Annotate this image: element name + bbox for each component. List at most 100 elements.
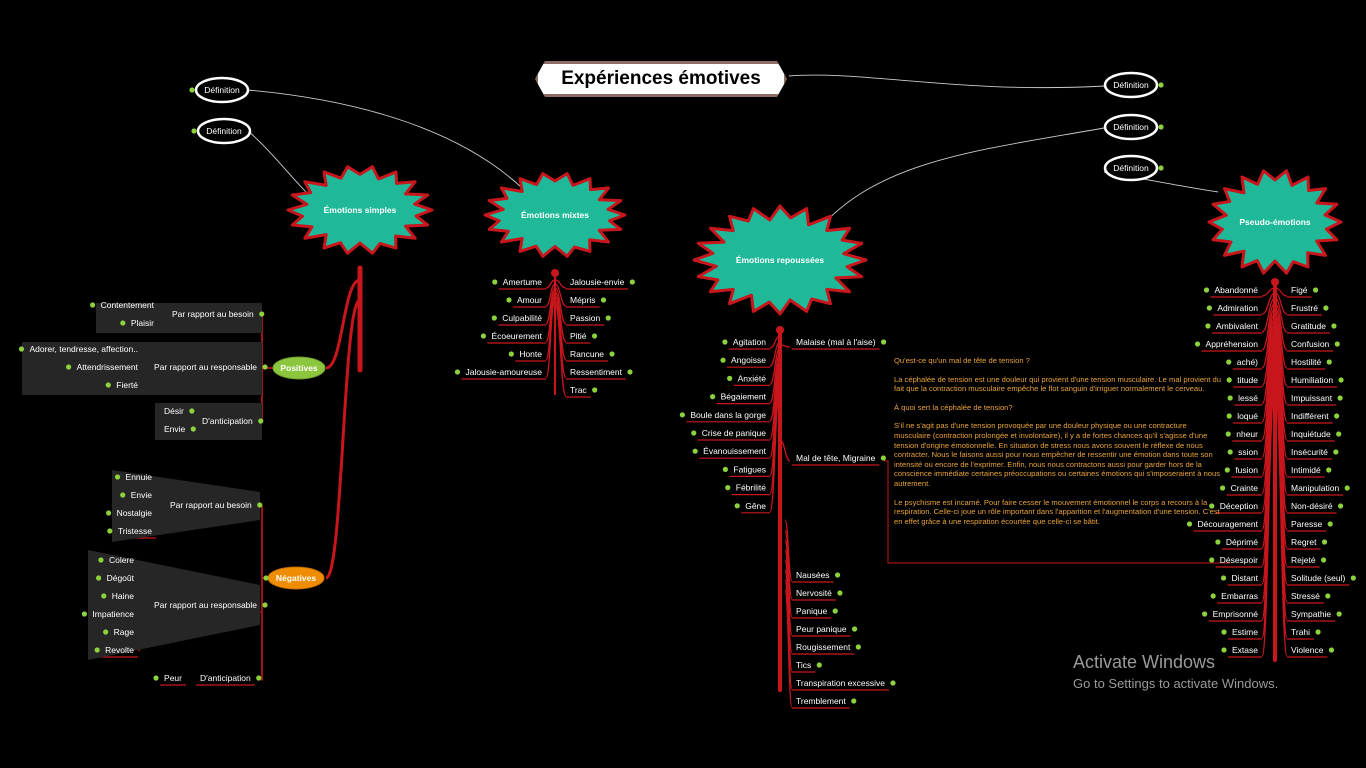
pseudo-left-2[interactable]: Ambivalent	[1216, 321, 1259, 331]
definition-node-title[interactable]	[1103, 71, 1159, 99]
pseudo-right-2[interactable]: Gratitude	[1291, 321, 1326, 331]
definition-node-title-label[interactable]: Définition	[1113, 80, 1149, 90]
definition-node-pseudo-label[interactable]: Définition	[1113, 163, 1149, 173]
mixtes-right-5[interactable]: Ressentiment	[570, 367, 623, 377]
pseudo-right-7[interactable]: Indifférent	[1291, 411, 1329, 421]
item-peur[interactable]: Peur	[164, 673, 182, 683]
repoussees-malaise[interactable]: Malaise (mal à l'aise)	[796, 337, 876, 347]
topic-emotions-simples[interactable]	[286, 165, 434, 255]
pseudo-right-10[interactable]: Intimidé	[1291, 465, 1321, 475]
pseudo-right-13[interactable]: Paresse	[1291, 519, 1322, 529]
pseudo-right-9[interactable]: Insécurité	[1291, 447, 1328, 457]
repoussees-right-3[interactable]: Peur panique	[796, 624, 847, 634]
pseudo-left-19[interactable]: Estime	[1232, 627, 1258, 637]
pseudo-left-12[interactable]: Déception	[1220, 501, 1259, 511]
repoussees-left-3[interactable]: Bégaiement	[721, 392, 767, 402]
item-neg-responsable-2[interactable]: Haine	[112, 591, 134, 601]
repoussees-left-5[interactable]: Crise de panique	[702, 428, 767, 438]
item-fierte[interactable]: Fierté	[116, 380, 138, 390]
group-pos-anticipation[interactable]: D'anticipation	[202, 416, 253, 426]
repoussees-left-6[interactable]: Évanouissement	[703, 446, 766, 456]
group-neg-responsable[interactable]: Par rapport au responsable	[154, 600, 257, 610]
central-topic[interactable]: Expériences émotives	[535, 61, 787, 97]
repoussees-left-7[interactable]: Fatigues	[733, 464, 766, 474]
repoussees-right-1[interactable]: Nervosité	[796, 588, 832, 598]
mixtes-left-4[interactable]: Honte	[519, 349, 542, 359]
repoussees-migraine[interactable]: Mal de tête, Migraine	[796, 453, 876, 463]
topic-pseudo-emotions[interactable]	[1207, 169, 1343, 275]
item-neg-besoin-1[interactable]: Envie	[131, 490, 153, 500]
item-neg-responsable-4[interactable]: Rage	[114, 627, 135, 637]
definition-node-mixtes-label[interactable]: Définition	[204, 85, 240, 95]
mixtes-right-1[interactable]: Mépris	[570, 295, 596, 305]
repoussees-right-0[interactable]: Nausées	[796, 570, 830, 580]
item-neg-responsable-0[interactable]: Colere	[109, 555, 134, 565]
item-neg-besoin-3[interactable]: Tristesse	[118, 526, 152, 536]
repoussees-left-0[interactable]: Agitation	[733, 337, 766, 347]
pseudo-right-8[interactable]: Inquiétude	[1291, 429, 1331, 439]
pseudo-right-20[interactable]: Violence	[1291, 645, 1324, 655]
pseudo-right-1[interactable]: Frustré	[1291, 303, 1318, 313]
pseudo-left-6[interactable]: lessé	[1238, 393, 1258, 403]
topic-emotions-repoussees-label[interactable]: Émotions repoussées	[736, 255, 825, 265]
pseudo-left-13[interactable]: Découragement	[1198, 519, 1259, 529]
item-neg-responsable-3[interactable]: Impatience	[92, 609, 134, 619]
item-neg-responsable-1[interactable]: Dégoût	[107, 573, 135, 583]
topic-emotions-mixtes-label[interactable]: Émotions mixtes	[521, 210, 589, 220]
item-desir[interactable]: Désir	[164, 406, 184, 416]
pseudo-left-11[interactable]: Crainte	[1231, 483, 1259, 493]
pseudo-right-19[interactable]: Trahi	[1291, 627, 1310, 637]
pseudo-right-12[interactable]: Non-désiré	[1291, 501, 1333, 511]
repoussees-right-7[interactable]: Tremblement	[796, 696, 846, 706]
node-negatives-label[interactable]: Négatives	[276, 573, 316, 583]
topic-emotions-mixtes[interactable]	[483, 172, 627, 258]
pseudo-left-7[interactable]: loqué	[1237, 411, 1258, 421]
group-neg-anticipation[interactable]: D'anticipation	[200, 673, 251, 683]
pseudo-right-16[interactable]: Solitude (seul)	[1291, 573, 1346, 583]
pseudo-left-15[interactable]: Désespoir	[1220, 555, 1258, 565]
mixtes-right-6[interactable]: Trac	[570, 385, 587, 395]
repoussees-left-4[interactable]: Boule dans la gorge	[690, 410, 766, 420]
definition-node-repoussees-label[interactable]: Définition	[1113, 122, 1149, 132]
pseudo-left-8[interactable]: nheur	[1236, 429, 1258, 439]
mixtes-right-4[interactable]: Rancune	[570, 349, 604, 359]
pseudo-left-1[interactable]: Admiration	[1217, 303, 1258, 313]
repoussees-left-2[interactable]: Anxiété	[738, 373, 767, 383]
mixtes-right-3[interactable]: Pitié	[570, 331, 587, 341]
topic-emotions-simples-label[interactable]: Émotions simples	[324, 205, 397, 215]
item-neg-besoin-2[interactable]: Nostalgie	[117, 508, 153, 518]
definition-node-mixtes[interactable]	[194, 76, 250, 104]
item-contentement[interactable]: Contentement	[101, 300, 155, 310]
repoussees-left-9[interactable]: Gêne	[745, 501, 766, 511]
definition-node-simples[interactable]	[196, 117, 252, 145]
item-plaisir[interactable]: Plaisir	[131, 318, 154, 328]
pseudo-left-17[interactable]: Embarras	[1221, 591, 1258, 601]
mixtes-right-0[interactable]: Jalousie-envie	[570, 277, 625, 287]
pseudo-left-10[interactable]: fusion	[1235, 465, 1258, 475]
definition-node-repoussees[interactable]	[1103, 113, 1159, 141]
pseudo-left-18[interactable]: Emprisonné	[1213, 609, 1259, 619]
item-neg-responsable-5[interactable]: Revolte	[105, 645, 134, 655]
pseudo-right-17[interactable]: Stressé	[1291, 591, 1320, 601]
pseudo-left-20[interactable]: Extase	[1232, 645, 1258, 655]
repoussees-left-8[interactable]: Fébrilité	[736, 483, 767, 493]
item-adorer[interactable]: Adorer, tendresse, affection..	[29, 344, 138, 354]
mixtes-left-5[interactable]: Jalousie-amoureuse	[465, 367, 542, 377]
pseudo-right-15[interactable]: Rejeté	[1291, 555, 1316, 565]
repoussees-right-5[interactable]: Tics	[796, 660, 811, 670]
pseudo-left-14[interactable]: Déprimé	[1226, 537, 1258, 547]
mixtes-left-2[interactable]: Culpabilité	[502, 313, 542, 323]
pseudo-right-18[interactable]: Sympathie	[1291, 609, 1331, 619]
mixtes-right-2[interactable]: Passion	[570, 313, 601, 323]
repoussees-right-6[interactable]: Transpiration excessive	[796, 678, 885, 688]
node-positives-label[interactable]: Positives	[280, 363, 318, 373]
repoussees-right-4[interactable]: Rougissement	[796, 642, 851, 652]
topic-pseudo-emotions-label[interactable]: Pseudo-émotions	[1239, 217, 1311, 227]
pseudo-left-5[interactable]: titude	[1237, 375, 1258, 385]
pseudo-right-5[interactable]: Humiliation	[1291, 375, 1333, 385]
topic-emotions-repoussees[interactable]	[692, 204, 868, 316]
item-attendrissement[interactable]: Attendrissement	[77, 362, 139, 372]
node-positives[interactable]	[272, 356, 326, 380]
pseudo-left-4[interactable]: aché)	[1237, 357, 1258, 367]
pseudo-left-16[interactable]: Distant	[1232, 573, 1259, 583]
